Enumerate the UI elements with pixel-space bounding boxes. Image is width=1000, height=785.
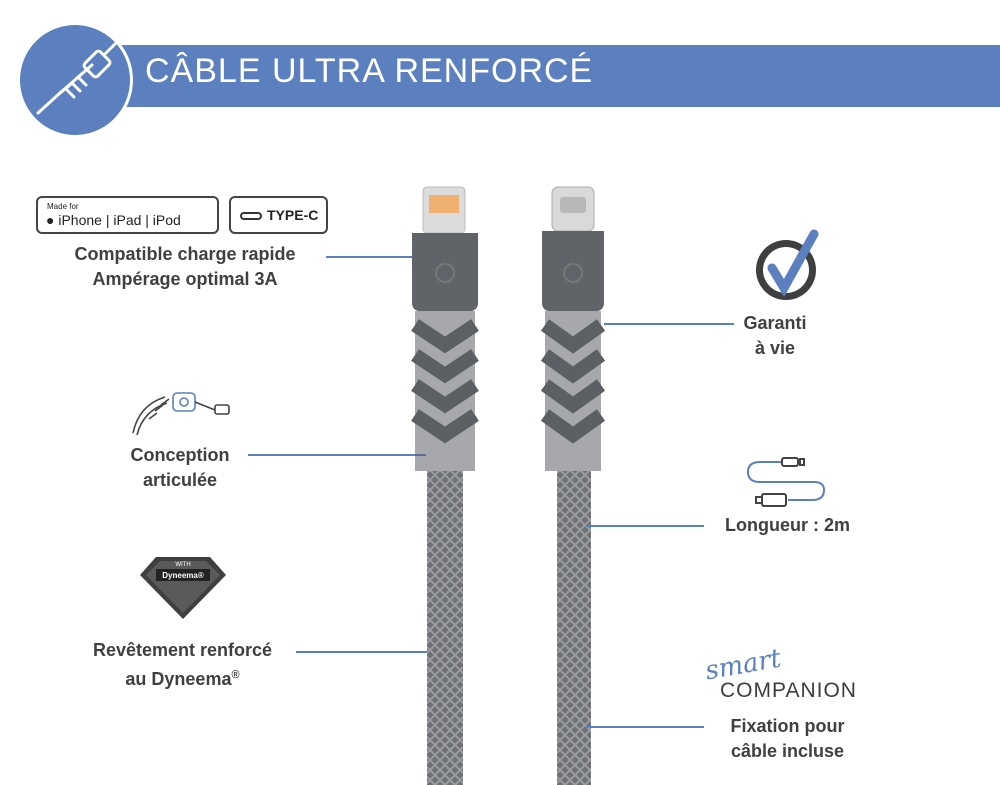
mfi-devices: ● iPhone | iPad | iPod bbox=[46, 212, 181, 228]
fixation-label: Fixation pour câble incluse bbox=[730, 716, 845, 761]
articulated-label: Conception articulée bbox=[130, 445, 230, 490]
fixation-leader-line bbox=[586, 726, 704, 728]
coating-label: Revêtement renforcé au Dyneema® bbox=[92, 640, 273, 689]
usb-c-port-icon bbox=[240, 212, 262, 220]
mfi-made-for: Made for bbox=[47, 202, 79, 211]
warranty-icon bbox=[756, 229, 819, 300]
dyneema-name-text: Dyneema® bbox=[162, 571, 204, 580]
mfi-badge: Made for ● iPhone | iPad | iPod bbox=[36, 196, 219, 234]
compat-label: Compatible charge rapide Ampérage optima… bbox=[74, 244, 296, 289]
cable-length-icon bbox=[746, 457, 826, 507]
compat-leader-line bbox=[326, 256, 414, 258]
header-banner bbox=[60, 45, 1000, 107]
usb-c-connector bbox=[540, 186, 606, 785]
dyneema-with-text: WITH bbox=[175, 562, 190, 568]
coating-leader-line bbox=[296, 651, 428, 653]
articulated-leader-line bbox=[248, 454, 426, 456]
warranty-label: Garanti à vie bbox=[743, 313, 807, 358]
dyneema-logo: WITH Dyneema® bbox=[140, 557, 226, 619]
page-title: CÂBLE ULTRA RENFORCÉ bbox=[145, 52, 594, 90]
typec-label: TYPE-C bbox=[267, 207, 319, 223]
companion-logo: COMPANION bbox=[720, 679, 857, 702]
cable-illustration bbox=[411, 186, 606, 785]
banner-badge bbox=[17, 22, 133, 138]
lightning-connector bbox=[411, 186, 479, 785]
registered-mark: ® bbox=[231, 669, 240, 681]
length-label: Longueur : 2m bbox=[725, 515, 850, 535]
cable-icon bbox=[36, 41, 118, 115]
check-icon bbox=[767, 229, 819, 297]
length-leader-line bbox=[586, 525, 704, 527]
apple-icon: ● bbox=[46, 212, 55, 228]
typec-badge: TYPE-C bbox=[229, 196, 328, 234]
articulated-cable-icon bbox=[132, 392, 230, 436]
warranty-leader-line bbox=[604, 323, 734, 325]
